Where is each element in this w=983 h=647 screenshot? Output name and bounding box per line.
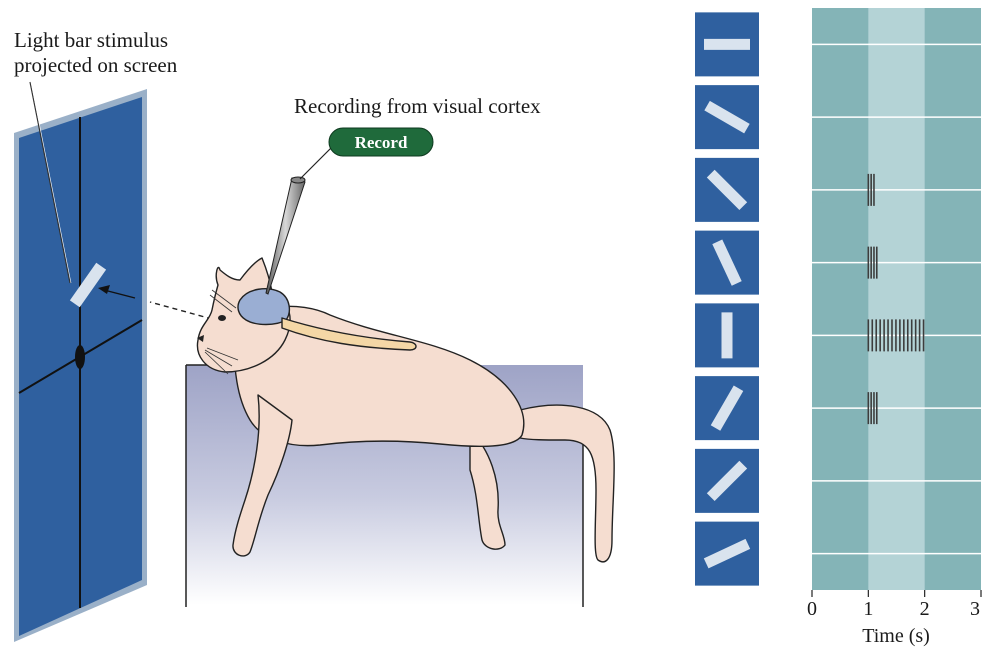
recording-label: Recording from visual cortex (294, 94, 541, 118)
orientation-bar (722, 312, 733, 358)
record-badge-label: Record (355, 133, 408, 152)
stimulus-label-line2: projected on screen (14, 53, 178, 77)
recording-electrode (266, 178, 305, 294)
orientation-tiles (695, 12, 759, 585)
x-axis-label: Time (s) (862, 625, 930, 647)
x-tick-label: 2 (920, 598, 930, 620)
record-connector (300, 148, 331, 179)
electrode-top (291, 177, 305, 183)
orientation-bar (704, 39, 750, 50)
x-axis-ticks: 0 1 2 3 (807, 590, 981, 620)
projection-screen (14, 89, 147, 642)
x-tick-label: 0 (807, 598, 817, 620)
stimulus-window (868, 8, 924, 590)
spike-raster-plot: 0 1 2 3 Time (s) (807, 8, 981, 647)
stimulus-label-line1: Light bar stimulus (14, 28, 168, 52)
gaze-dashed-line (150, 302, 212, 319)
cat-eye (218, 315, 226, 321)
fixation-point (75, 345, 85, 369)
x-tick-label: 1 (863, 598, 873, 620)
x-tick-label: 3 (970, 598, 980, 620)
